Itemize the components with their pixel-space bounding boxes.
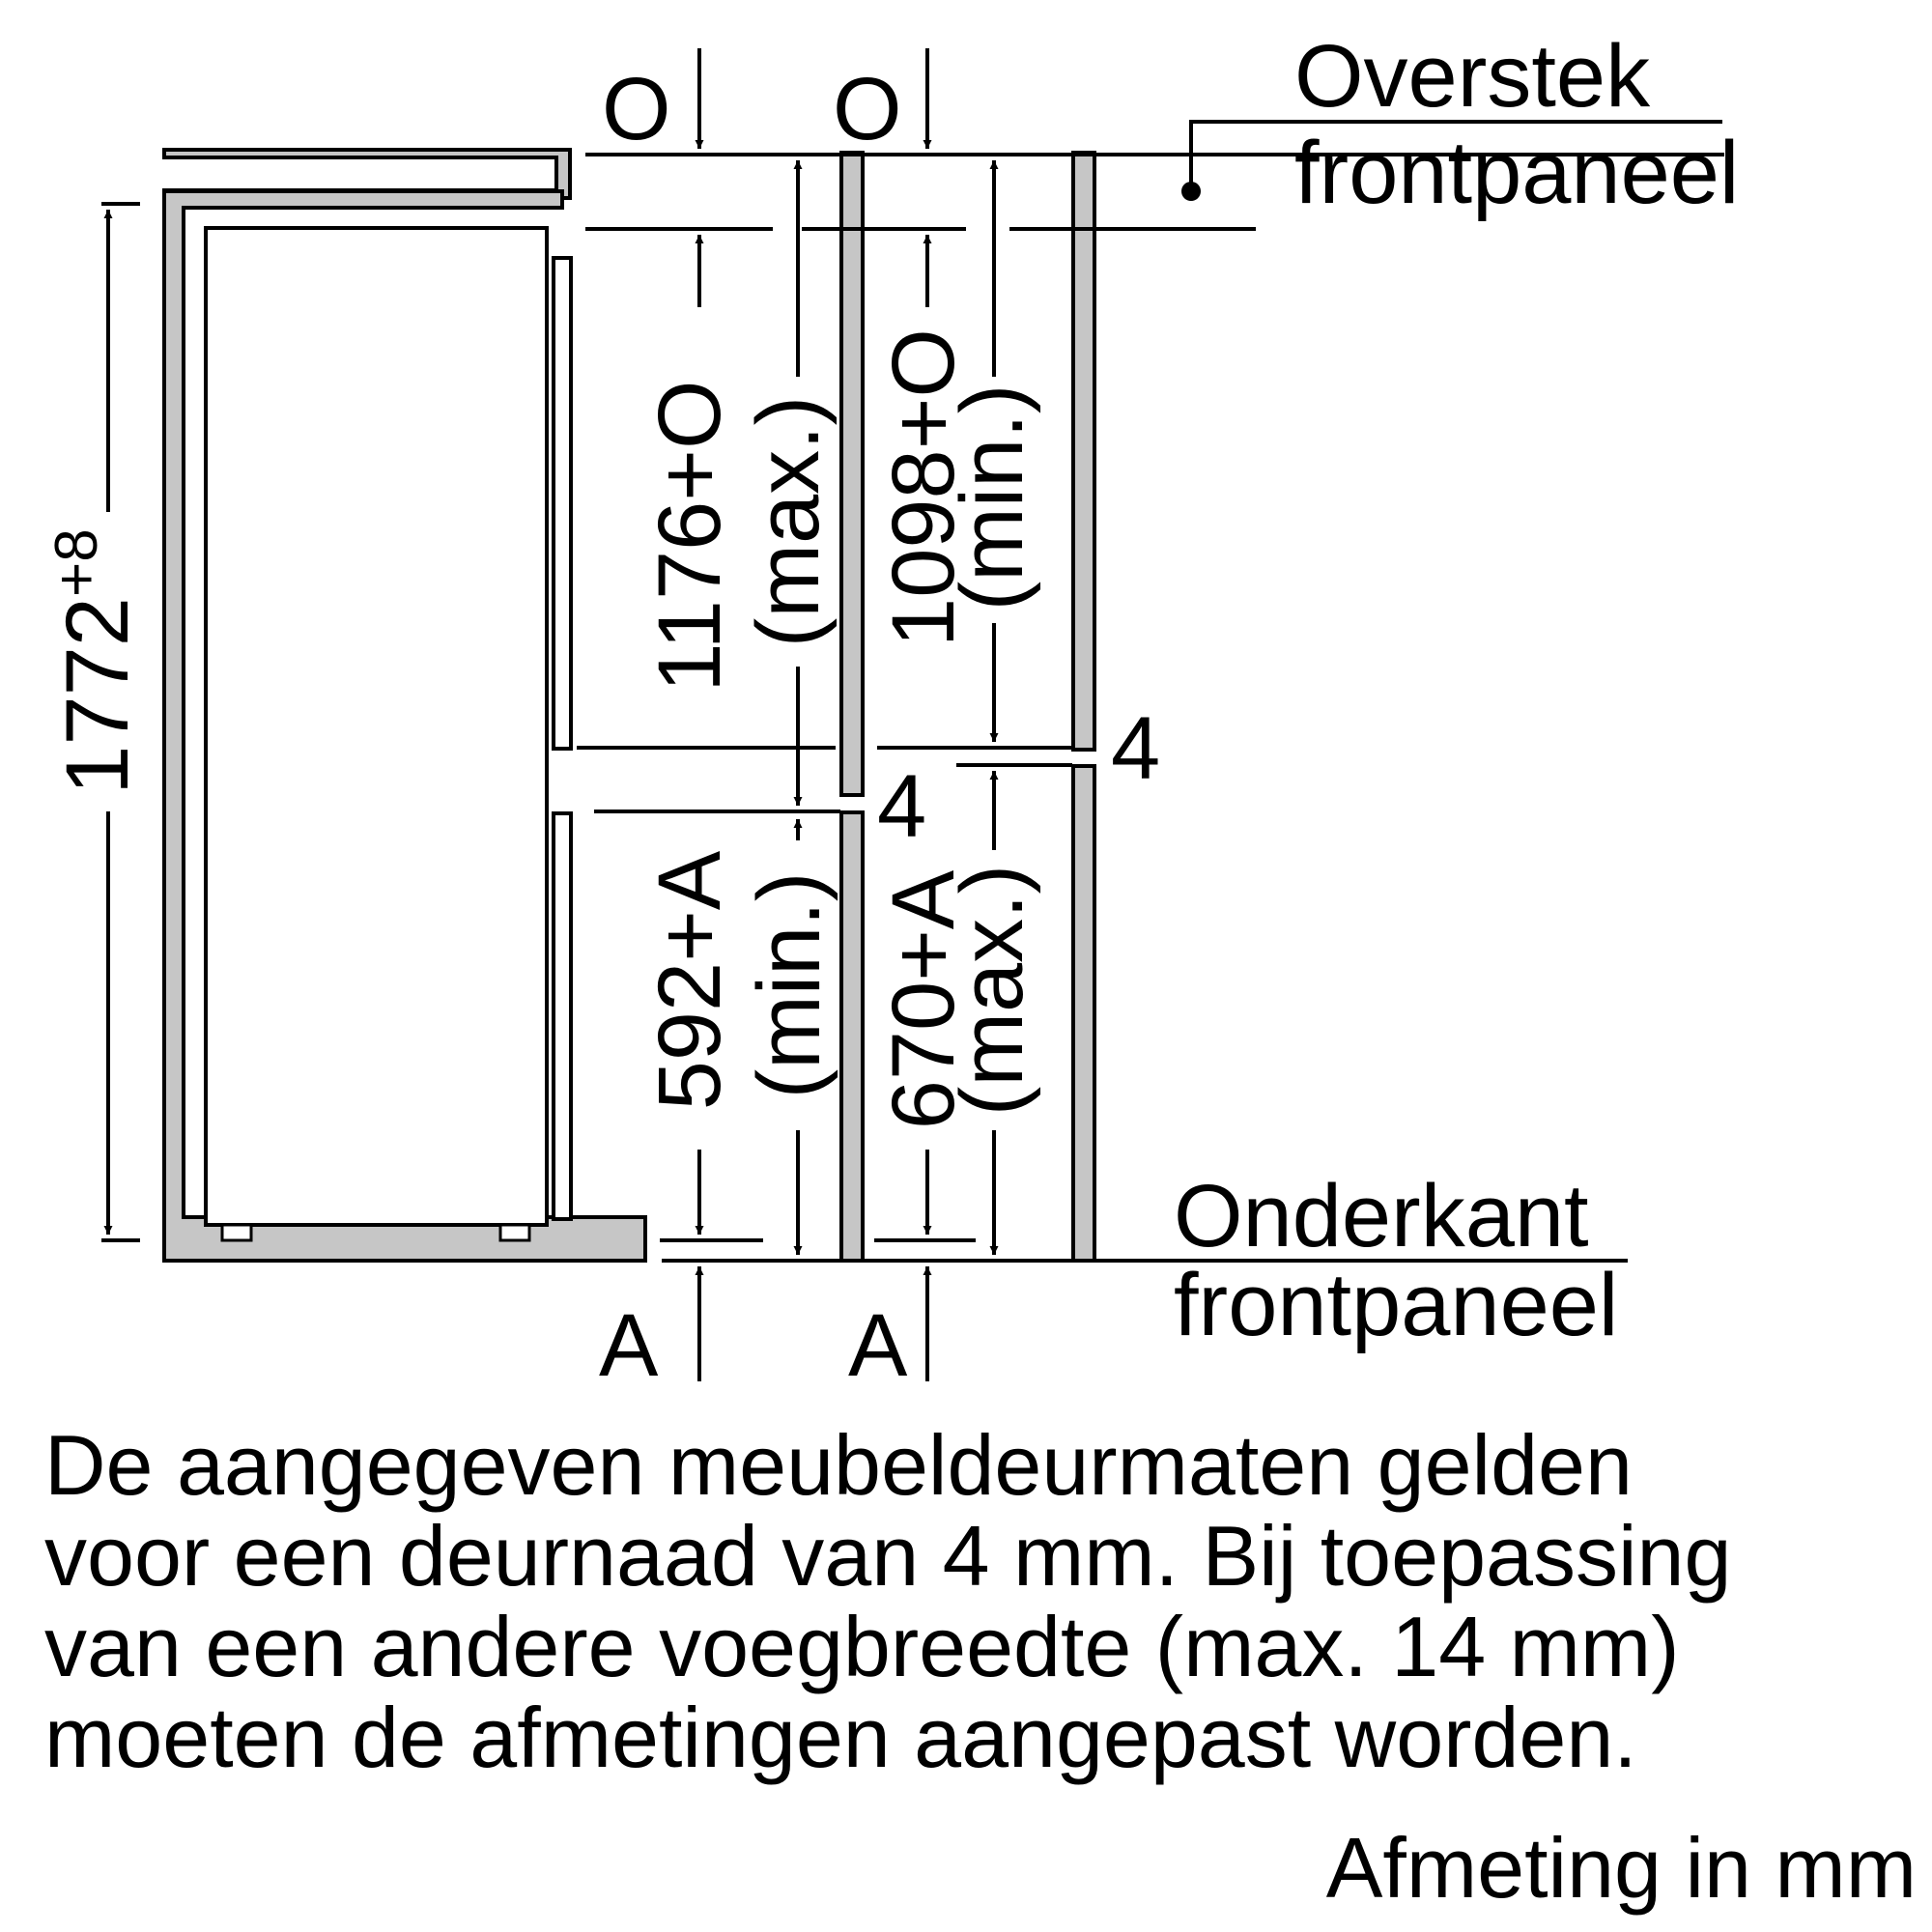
overstek-label-line1: Overstek	[1294, 27, 1651, 126]
cabinet-niche	[162, 148, 647, 1263]
label-o-left: O	[602, 60, 671, 158]
dim-label-592: 592+A	[640, 850, 739, 1110]
label-a-left: A	[599, 1296, 659, 1395]
label-gap-lower: 4	[877, 757, 926, 856]
unit-label: Afmeting in mm	[1325, 1820, 1917, 1916]
onderkant-label-line2: frontpaneel	[1174, 1256, 1618, 1354]
dimension-lines	[103, 48, 999, 1381]
appliance-body	[204, 226, 573, 1242]
installation-note: De aangegeven meubeldeurmaten gelden voo…	[44, 1417, 1918, 1786]
overstek-leader	[1189, 120, 1722, 191]
dim-label-1176: 1176+O	[640, 380, 739, 692]
appliance-foot	[498, 1223, 531, 1242]
panel-right-upper	[1071, 151, 1096, 752]
overstek-label-line2: frontpaneel	[1294, 124, 1739, 222]
overstek-leader-dot	[1181, 182, 1201, 201]
furniture-panels	[839, 151, 1096, 1263]
label-o-right: O	[833, 60, 902, 158]
appliance-door-upper	[552, 256, 573, 751]
note-line: van een andere voegbreedte (max. 14 mm)	[44, 1599, 1680, 1695]
panel-left-lower	[839, 810, 865, 1263]
appliance-foot	[220, 1223, 253, 1242]
panel-right-lower	[1071, 764, 1096, 1263]
dim-label-1098-note: (min.)	[943, 384, 1041, 611]
label-gap-upper: 4	[1111, 699, 1160, 798]
note-line: De aangegeven meubeldeurmaten gelden	[44, 1417, 1633, 1513]
dim-label-670: 670+A	[874, 869, 973, 1129]
onderkant-label-line1: Onderkant	[1174, 1167, 1589, 1265]
dim-label-592-note: (min.)	[740, 871, 838, 1098]
cabinet-side-and-bottom	[162, 189, 647, 1263]
note-line: moeten de afmetingen aangepast worden.	[44, 1690, 1637, 1786]
dim-label-1176-note: (max.)	[739, 396, 838, 648]
dim-label-1772: 1772+8	[43, 528, 147, 794]
dim-label-1098: 1098+O	[874, 328, 973, 647]
appliance-door-lower	[552, 811, 573, 1221]
note-line: voor een deurnaad van 4 mm. Bij toepassi…	[44, 1508, 1732, 1605]
panel-left-upper	[839, 151, 865, 797]
label-a-right: A	[848, 1296, 908, 1395]
reference-lines	[101, 120, 1724, 1263]
dim-label-670-note: (max.)	[943, 865, 1041, 1117]
